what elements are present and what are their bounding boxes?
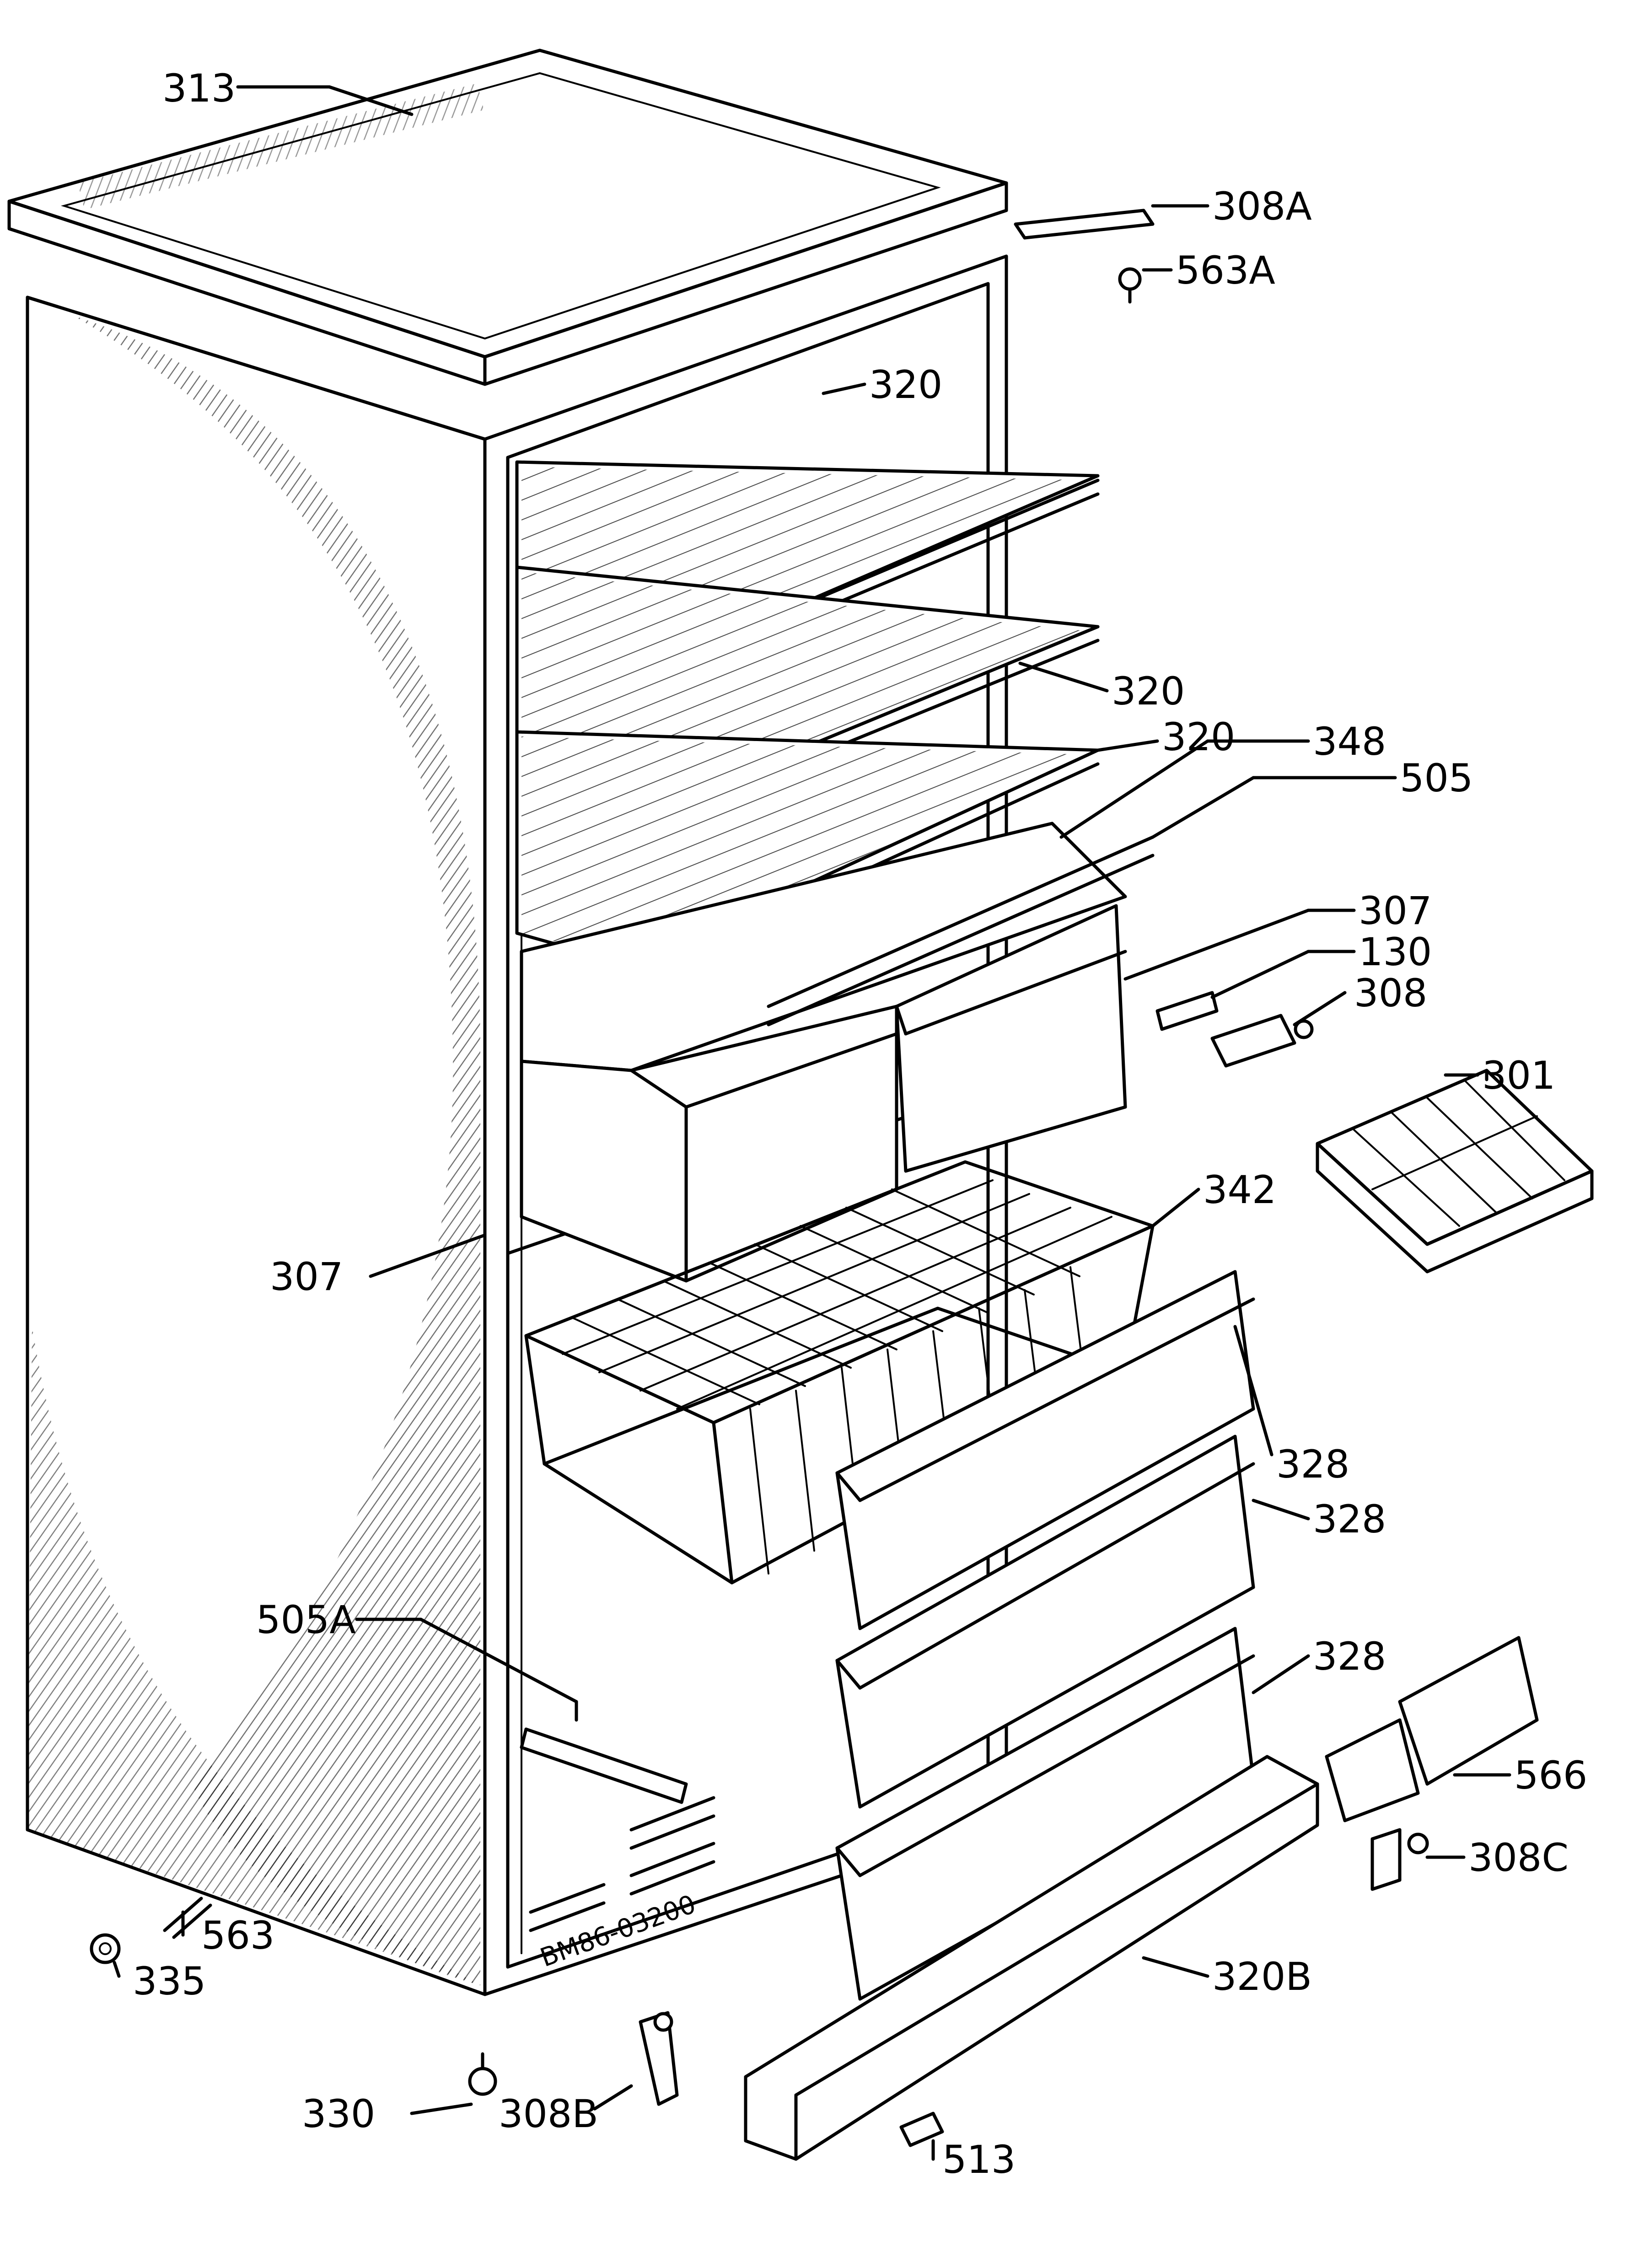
cabinet-vents: [529, 1796, 715, 1932]
label-307-right: 307: [1359, 888, 1432, 933]
flap-panel-1: [835, 1270, 1255, 1630]
label-563A: 563A: [1176, 248, 1275, 293]
ice-cube-tray: [1316, 1069, 1594, 1274]
crisper-cover: [520, 822, 1155, 1072]
shelf-bottom: [515, 730, 1100, 981]
hinge-bracket: [1370, 1828, 1429, 1891]
label-307-left: 307: [270, 1254, 343, 1299]
label-563: 563: [201, 1913, 274, 1958]
middle-hinge: [1210, 1014, 1314, 1068]
label-313: 313: [162, 66, 236, 111]
bottom-hinge: [639, 2011, 679, 2106]
label-505A: 505A: [256, 1597, 356, 1642]
label-320-top: 320: [869, 362, 942, 407]
label-320-bottom: 320: [1162, 715, 1235, 759]
part-labels: 313 308A 563A 320 320 320 348 505 307 13…: [133, 66, 1587, 2182]
label-348: 348: [1313, 719, 1386, 764]
label-328-bottom: 328: [1313, 1634, 1386, 1679]
label-308B: 308B: [499, 2091, 598, 2136]
label-513: 513: [942, 2137, 1016, 2182]
label-342: 342: [1203, 1167, 1276, 1212]
label-335: 335: [133, 1959, 206, 2004]
label-301: 301: [1482, 1053, 1555, 1098]
hinge-plate-top: [1014, 209, 1155, 240]
adjustable-foot: [468, 2052, 497, 2096]
label-308: 308: [1354, 971, 1427, 1016]
label-130: 130: [1359, 930, 1432, 974]
label-505: 505: [1400, 756, 1473, 801]
foot: [90, 1933, 121, 1964]
shelf-group: [515, 460, 1100, 981]
clip: [899, 2112, 944, 2147]
hinge-pin-top: [1118, 267, 1142, 304]
label-308C: 308C: [1468, 1835, 1569, 1880]
hinge-insert: [1155, 991, 1219, 1031]
crisper-drawer-left: [520, 1005, 898, 1283]
bottom-trim-strip: [520, 1727, 688, 1804]
label-566: 566: [1514, 1753, 1587, 1798]
label-330: 330: [302, 2091, 375, 2136]
top-cover: [7, 48, 1008, 386]
label-328-top: 328: [1276, 1442, 1349, 1487]
label-328-middle: 328: [1313, 1497, 1386, 1542]
bottom-drawer-front: [744, 1755, 1319, 2161]
flap-panel-2: [835, 1435, 1255, 1809]
leader-lines: [113, 85, 1511, 2161]
label-308A: 308A: [1212, 184, 1312, 229]
label-320B: 320B: [1212, 1954, 1312, 1999]
crisper-drawer-right: [895, 904, 1127, 1173]
label-320-middle: 320: [1112, 669, 1185, 714]
ice-scraper: [1325, 1636, 1539, 1822]
